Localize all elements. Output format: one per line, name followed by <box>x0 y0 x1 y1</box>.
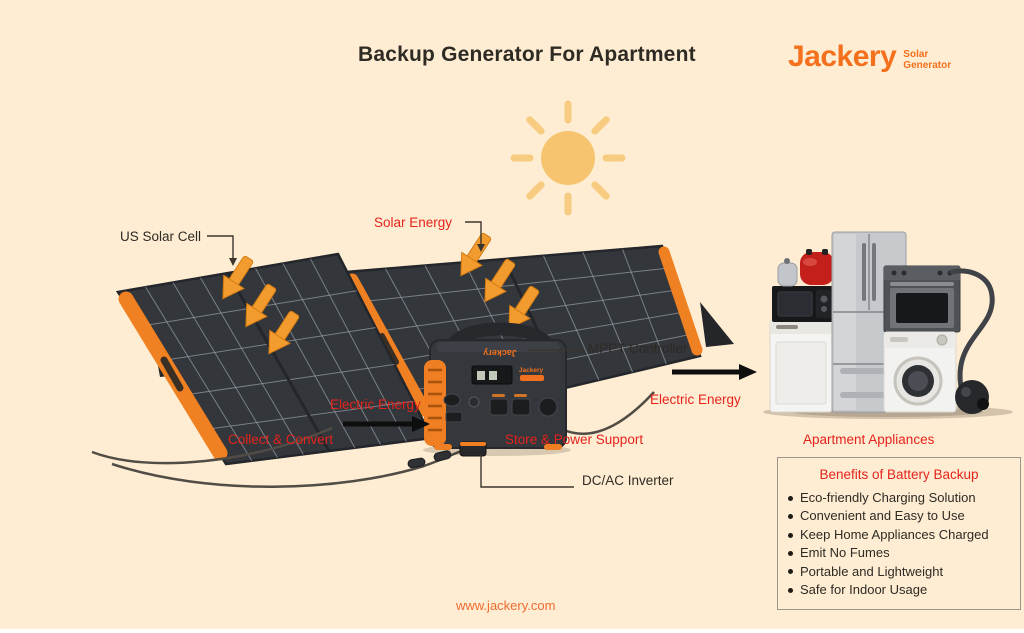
benefit-item: Eco-friendly Charging Solution <box>788 489 1010 507</box>
sun-icon <box>510 100 626 216</box>
station-round-port <box>538 397 558 417</box>
brand-logo: Jackery Solar Generator <box>788 42 951 72</box>
panel-kickstand <box>700 302 734 347</box>
label-apartment-appliances: Apartment Appliances <box>803 432 935 447</box>
oven <box>883 265 961 333</box>
station-dc-port <box>443 393 461 407</box>
power-station: Jackery Jackery <box>423 322 571 457</box>
label-electric-energy-left: Electric Energy <box>330 397 421 412</box>
benefits-title: Benefits of Battery Backup <box>819 467 979 482</box>
microwave <box>772 286 836 322</box>
vacuum-cleaner <box>949 268 995 414</box>
cables <box>91 391 655 488</box>
bullet-icon <box>788 569 793 575</box>
label-solar-energy: Solar Energy <box>374 215 453 230</box>
station-ac-outlet <box>511 398 531 416</box>
brand-tagline: Solar Generator <box>903 49 952 71</box>
electric-flow-arrows <box>343 364 757 432</box>
panel-handle-hole <box>160 356 184 392</box>
cable-connector <box>433 450 452 462</box>
website-link[interactable]: www.jackery.com <box>456 598 556 613</box>
bullet-icon <box>788 587 793 593</box>
station-button <box>468 396 480 408</box>
bullet-icon <box>788 532 793 538</box>
dishwasher <box>769 319 833 413</box>
washing-machine <box>883 331 957 413</box>
bullet-icon <box>788 495 793 501</box>
label-connectors <box>207 221 583 488</box>
red-cooker <box>800 249 834 285</box>
label-mppt-controller: MPPT Controller <box>588 341 688 356</box>
benefits-box: Benefits of Battery Backup Eco-friendly … <box>777 457 1021 611</box>
station-vent <box>424 360 446 446</box>
panel-handle-hole <box>379 333 399 365</box>
benefit-item: Safe for Indoor Usage <box>788 581 1010 599</box>
cable-connector <box>407 457 426 469</box>
benefit-item: Emit No Fumes <box>788 544 1010 562</box>
bullet-icon <box>788 550 793 556</box>
apartment-appliances-graphic <box>763 231 1013 419</box>
label-us-solar-cell: US Solar Cell <box>120 229 202 244</box>
bottom-edge-strip <box>0 629 1024 633</box>
label-store-power-support: Store & Power Support <box>505 432 644 447</box>
kettle <box>777 258 798 287</box>
benefit-item: Convenient and Easy to Use <box>788 507 1010 525</box>
label-electric-energy-right: Electric Energy <box>650 392 741 407</box>
benefit-item: Keep Home Appliances Charged <box>788 526 1010 544</box>
label-dc-ac-inverter: DC/AC Inverter <box>582 473 674 488</box>
panel-orange-edge <box>658 246 703 356</box>
page-title: Backup Generator For Apartment <box>358 43 696 66</box>
benefit-item: Portable and Lightweight <box>788 563 1010 581</box>
station-brand-top: Jackery <box>483 348 517 358</box>
brand-wordmark: Jackery <box>788 40 897 73</box>
station-ac-outlet <box>489 398 509 416</box>
station-brand-front: Jackery <box>519 367 544 374</box>
label-collect-convert: Collect & Convert <box>228 432 334 447</box>
bullet-icon <box>788 514 793 520</box>
